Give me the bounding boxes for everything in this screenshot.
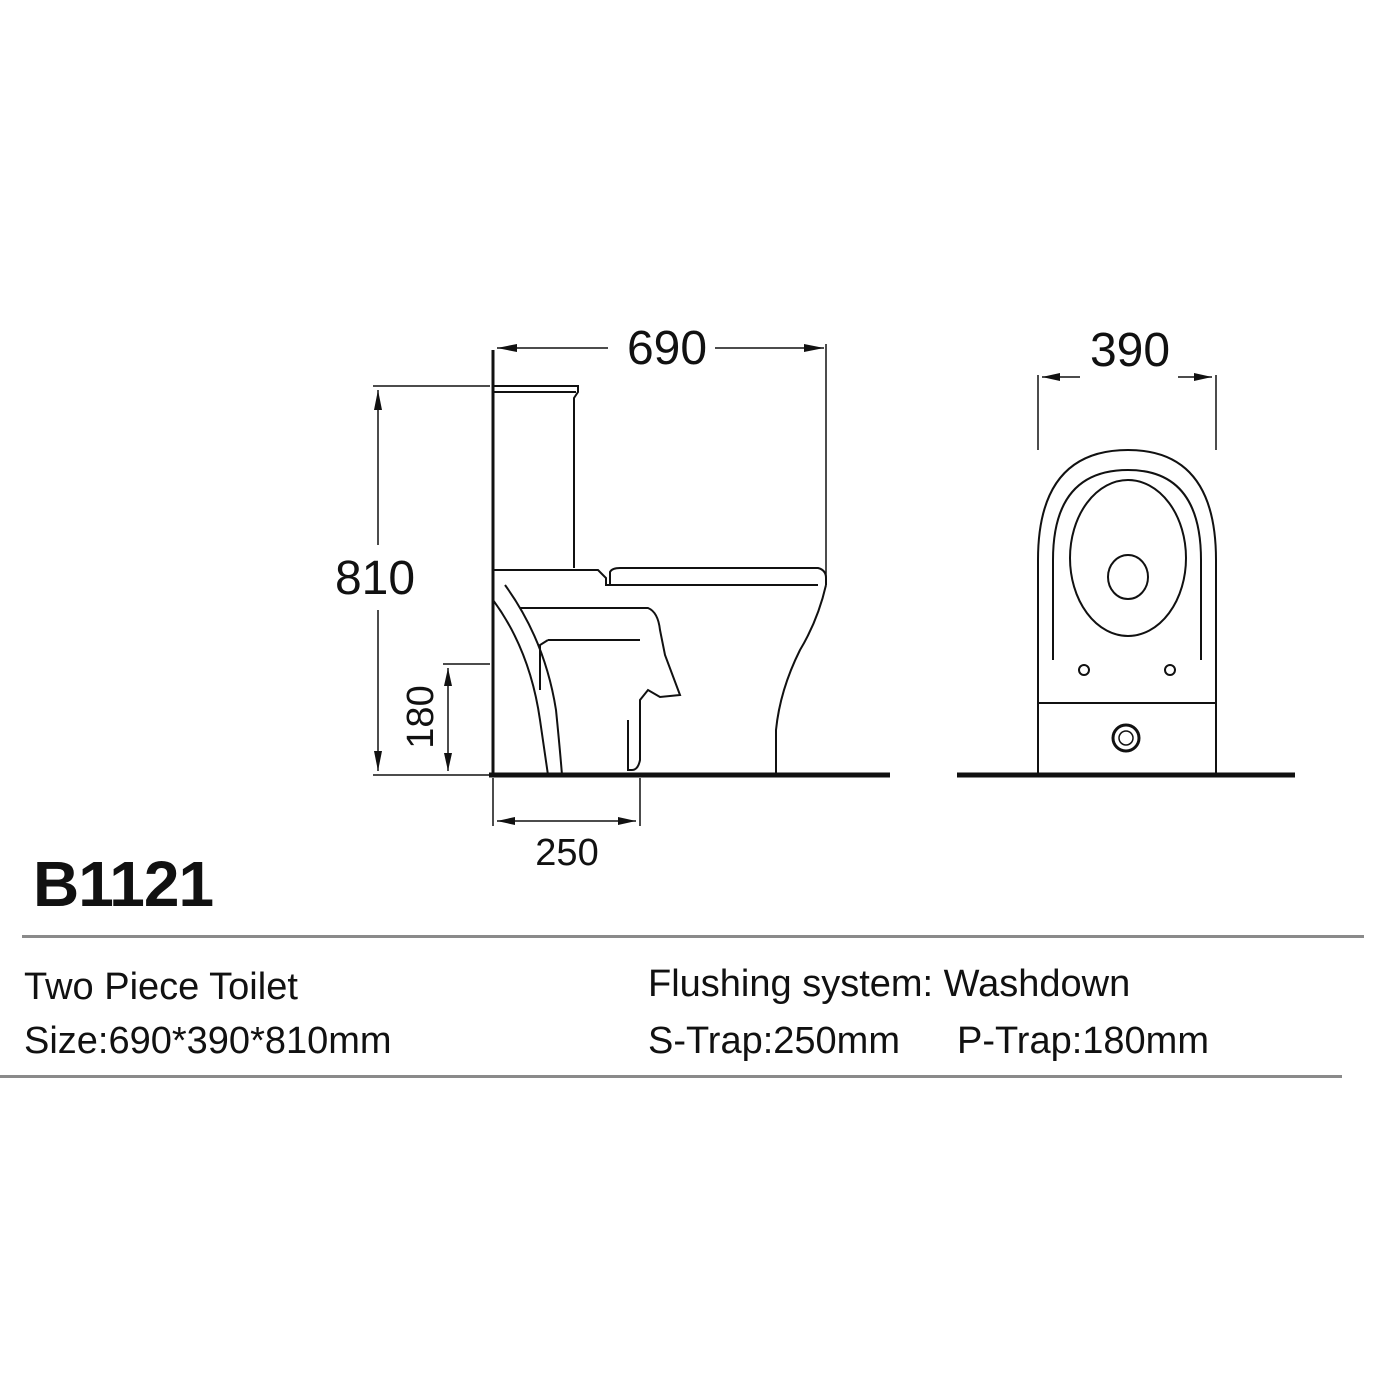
trapway-inner <box>539 639 549 690</box>
dim-label-width: 390 <box>1090 324 1170 377</box>
dim-arrow <box>497 344 517 352</box>
side-view <box>373 344 890 826</box>
bowl-front <box>775 584 827 775</box>
dim-arrow <box>444 668 452 686</box>
divider-top <box>22 935 1364 938</box>
bowl-outer-outline <box>1037 448 1217 775</box>
s-trap-spec: S-Trap:250mm <box>648 1020 900 1062</box>
p-trap-spec: P-Trap:180mm <box>957 1020 1209 1062</box>
dim-arrow <box>1194 373 1212 381</box>
product-size: Size:690*390*810mm <box>24 1020 392 1062</box>
hinge-hole-right <box>1164 664 1176 676</box>
seat-outline <box>1052 468 1202 660</box>
lid-inner-ellipse <box>1069 479 1187 637</box>
pedestal-back-outer <box>492 599 549 776</box>
dim-label-p-trap: 180 <box>400 685 442 748</box>
dim-arrow <box>374 390 382 410</box>
dim-label-length: 690 <box>627 322 707 375</box>
bowl-rim <box>493 569 818 586</box>
model-number: B1121 <box>33 848 214 920</box>
dim-arrow <box>374 751 382 771</box>
flushing-system: Flushing system: Washdown <box>648 963 1131 1005</box>
tank-outline <box>493 385 579 568</box>
trapway-outer <box>520 607 682 771</box>
divider-bottom <box>0 1075 1342 1078</box>
dim-arrow <box>444 753 452 771</box>
dim-arrow <box>497 817 515 825</box>
dim-arrow <box>618 817 636 825</box>
dim-label-height: 810 <box>335 552 415 605</box>
top-view <box>957 373 1295 778</box>
bowl-opening <box>1107 554 1149 600</box>
product-type: Two Piece Toilet <box>24 966 298 1008</box>
dim-arrow <box>804 344 824 352</box>
hinge-hole-left <box>1078 664 1090 676</box>
seat-lid <box>609 567 827 585</box>
flush-button-inner <box>1118 730 1134 746</box>
flush-button-icon <box>1111 723 1141 753</box>
pedestal-back-inner <box>504 584 563 776</box>
dim-label-s-trap: 250 <box>535 832 598 874</box>
dim-arrow <box>1042 373 1060 381</box>
